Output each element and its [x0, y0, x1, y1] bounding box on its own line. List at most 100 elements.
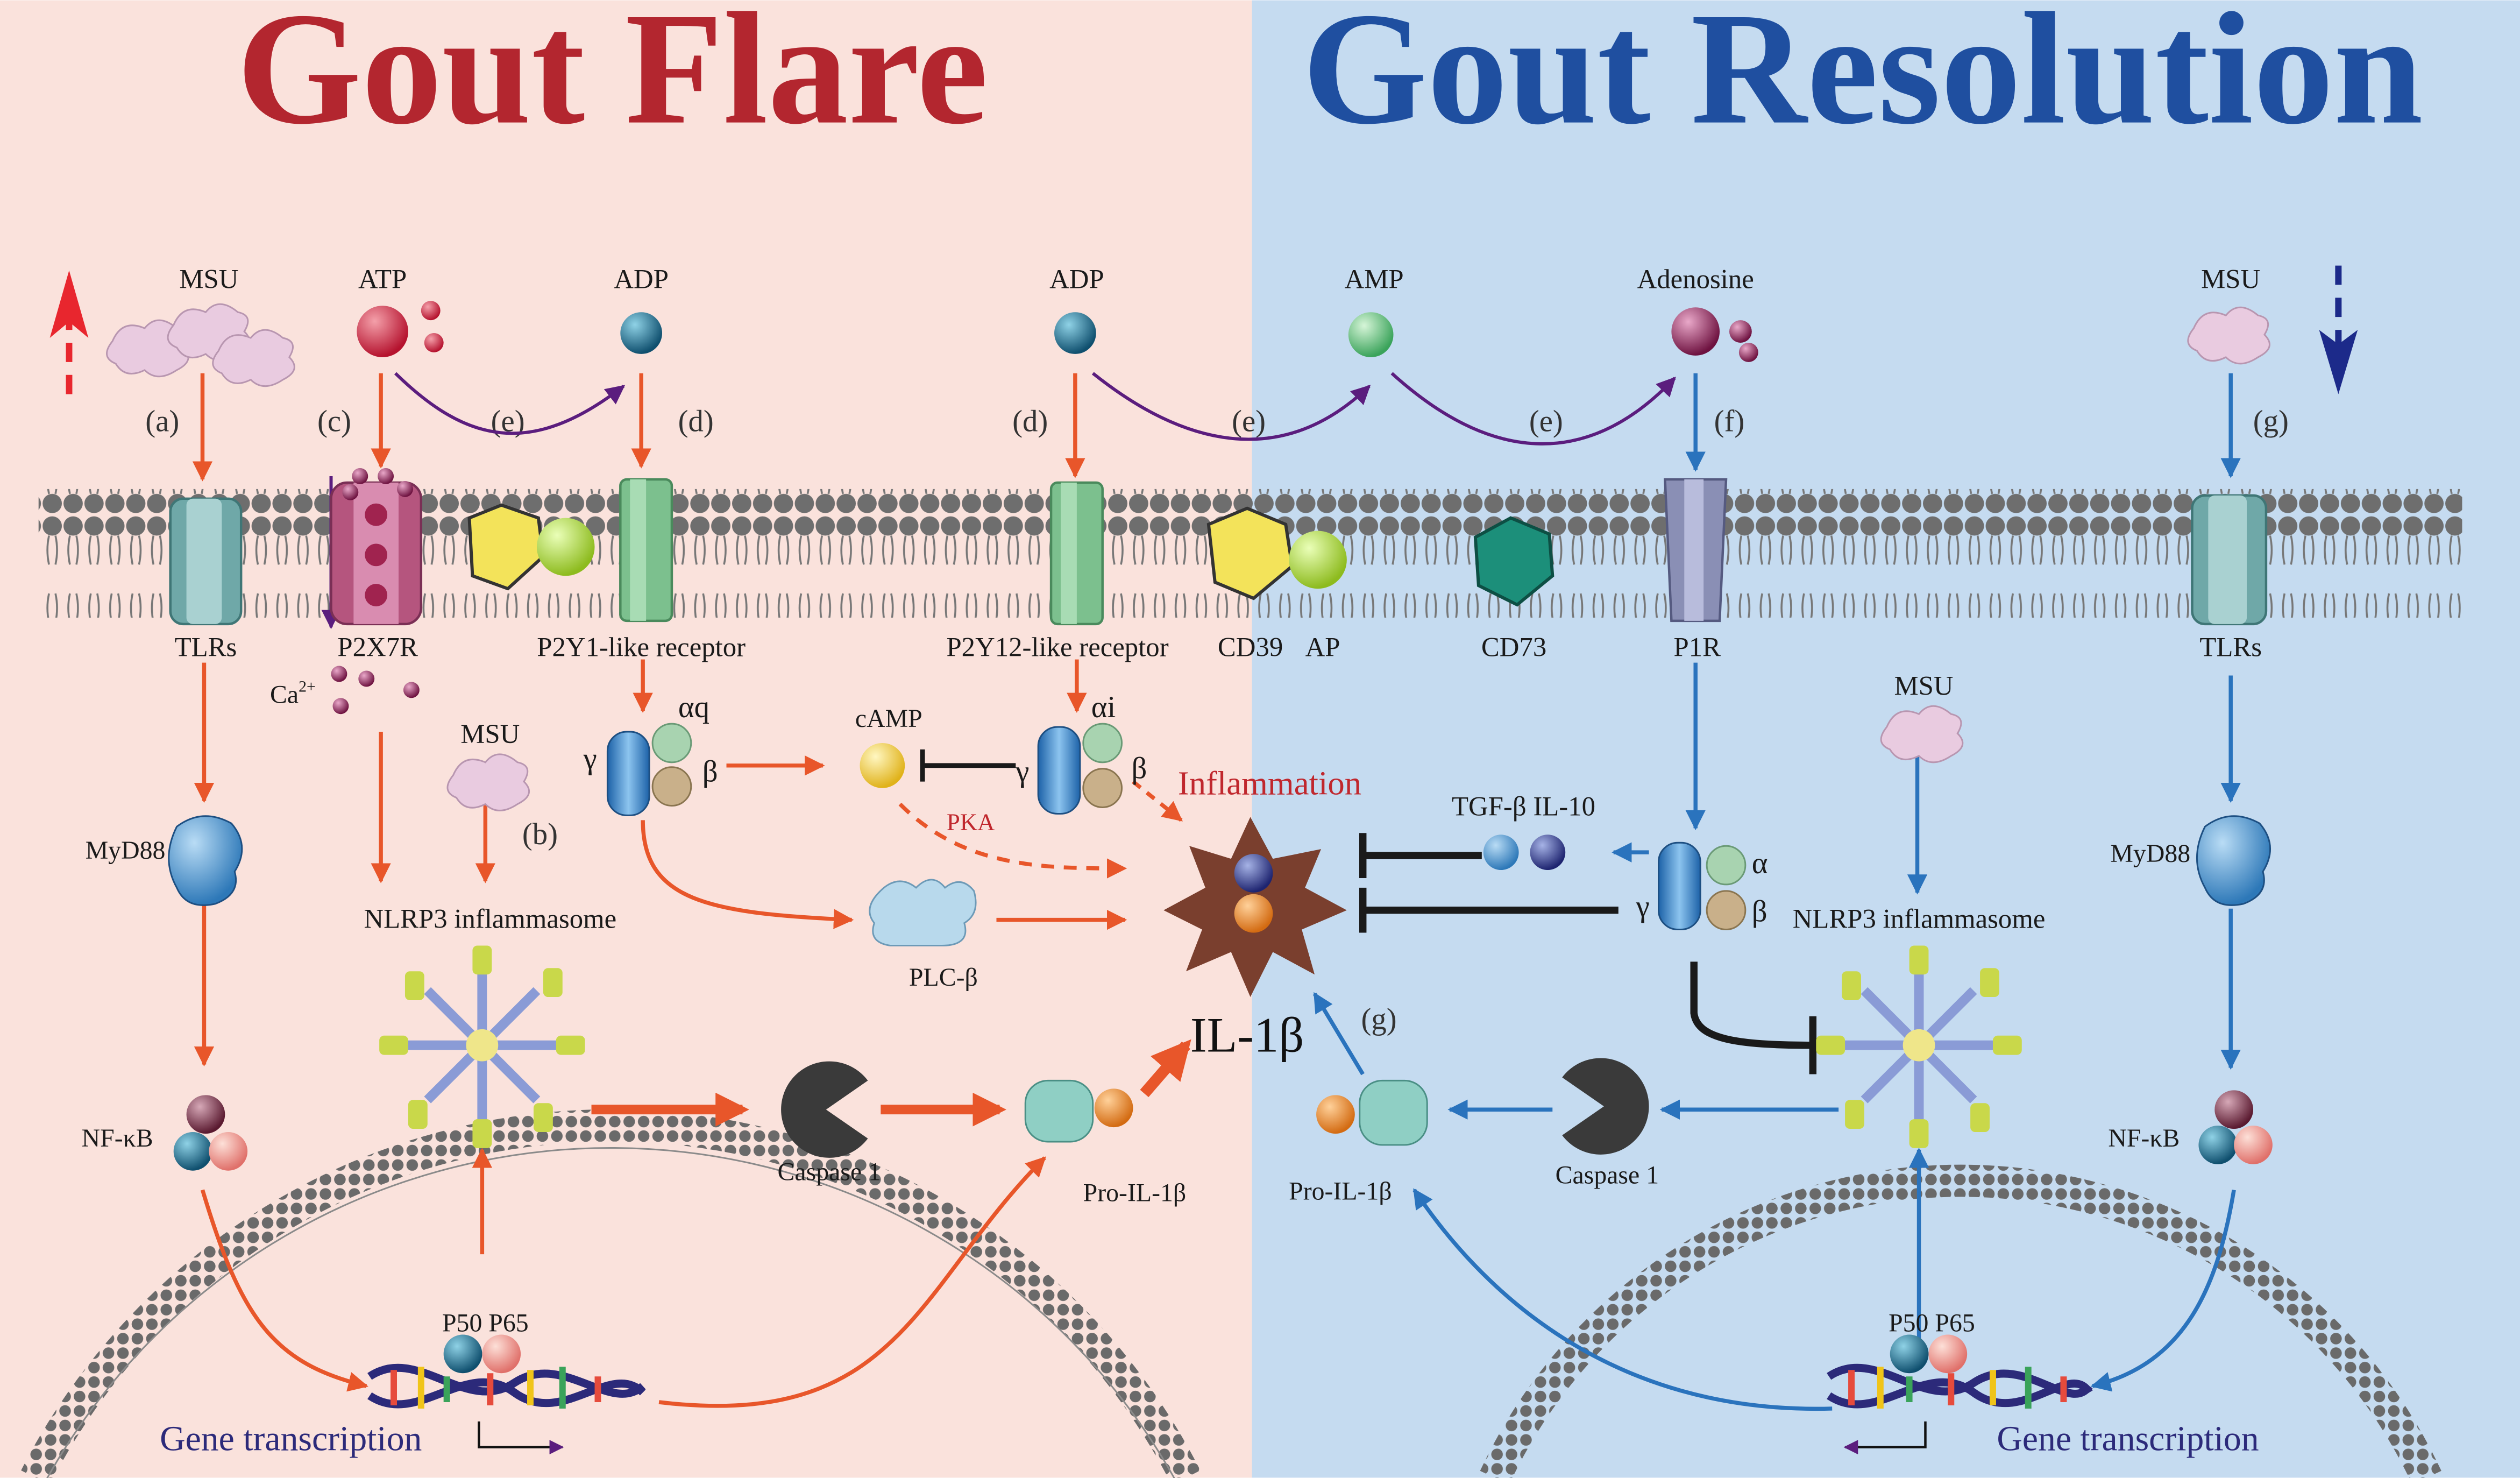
p2y1-receptor [619, 478, 673, 623]
p1r-receptor [1664, 478, 1728, 623]
dna-helix-icon-right [1827, 1334, 2093, 1455]
nucleus-right [1480, 1164, 2441, 1478]
nfkb-label-right: NF-κB [2108, 1124, 2180, 1152]
label-g-2: (g) [1361, 1002, 1397, 1036]
inflammation-label: Inflammation [1178, 765, 1361, 802]
tlrs-label-right: TLRs [2199, 632, 2262, 662]
atp-molecule [357, 301, 444, 357]
nlrp3-inflammasome-icon-right [1816, 945, 2022, 1148]
tlr-receptor-left [169, 497, 243, 626]
dashed-down-arrow-icon [2319, 265, 2358, 394]
plc-beta-label: PLC-β [909, 963, 978, 992]
adenosine-molecule [1671, 307, 1758, 362]
adp-molecule-right [1054, 312, 1096, 354]
pka-dashed-arrow [898, 802, 1127, 879]
nfkb-complex-left [173, 1095, 248, 1171]
myd88-protein-left [168, 815, 243, 906]
p2y1-label: P2Y1-like receptor [537, 632, 746, 662]
nucleus-left [21, 1109, 1201, 1478]
label-a: (a) [145, 404, 179, 438]
nlrp3-label-left: NLRP3 inflammasome [364, 904, 616, 934]
label-g-1: (g) [2253, 404, 2289, 438]
camp-molecule [860, 742, 905, 788]
il1b-molecule-top [1234, 854, 1273, 893]
calcium-ions: Ca2+ [270, 666, 420, 715]
resolution-arrows [1312, 373, 2241, 1411]
tgfb-il10-label: TGF-β IL-10 [1452, 791, 1595, 821]
inhibition-bars [1359, 833, 1817, 1074]
flare-arrows [192, 373, 1127, 1408]
label-f: (f) [1714, 404, 1745, 438]
atp-label: ATP [358, 264, 407, 294]
caspase-pacman-icon-left [781, 1061, 868, 1158]
pka-label: PKA [947, 808, 995, 835]
cd39-ap-left [467, 503, 595, 591]
svg-text:β: β [1752, 895, 1767, 929]
il10-molecule [1530, 835, 1566, 871]
label-d-1: (d) [678, 404, 714, 438]
label-d-2: (d) [1012, 404, 1048, 438]
cd73-label: CD73 [1481, 632, 1546, 662]
label-b: (b) [522, 817, 558, 851]
flare-bold-arrows [591, 1039, 1191, 1127]
p1r-label: P1R [1673, 632, 1721, 662]
pro-il1b-right [1316, 1079, 1428, 1146]
tlr-receptor-right [2191, 494, 2268, 626]
myd88-protein-right [2196, 815, 2271, 906]
label-c: (c) [317, 404, 351, 438]
p2y12-label: P2Y12-like receptor [946, 632, 1168, 662]
adp-label-left: ADP [614, 264, 669, 294]
msu-label-cyto-left: MSU [460, 719, 520, 749]
amp-molecule [1348, 312, 1394, 357]
myd88-label-right: MyD88 [2110, 839, 2190, 868]
flare-title: Gout Flare [237, 0, 988, 158]
plc-beta-protein [869, 879, 977, 946]
label-e-3: (e) [1529, 404, 1563, 438]
pro-il1b-label-right: Pro-IL-1β [1289, 1177, 1392, 1206]
nfkb-label-left: NF-κB [82, 1124, 153, 1152]
svg-text:β: β [1131, 752, 1147, 786]
cd39-ap-right [1206, 506, 1347, 600]
p2x7r-receptor [330, 468, 423, 626]
svg-text:αi: αi [1091, 690, 1116, 724]
svg-text:Ca2+: Ca2+ [270, 677, 316, 709]
caspase-label-right: Caspase 1 [1556, 1161, 1659, 1190]
ap-label: AP [1305, 632, 1340, 662]
dna-helix-icon-left [367, 1334, 646, 1455]
amp-label: AMP [1345, 264, 1404, 294]
svg-text:α: α [1752, 846, 1768, 880]
gi-protein: αi γ β [1015, 690, 1147, 815]
gs-protein: α γ β [1636, 841, 1768, 931]
adp-label-right: ADP [1049, 264, 1104, 294]
svg-text:γ: γ [1015, 755, 1029, 789]
adp-molecule-left [620, 312, 663, 354]
gene-transcription-right: Gene transcription [1997, 1419, 2259, 1459]
p2x7r-label: P2X7R [337, 632, 418, 662]
cd39-label: CD39 [1218, 632, 1283, 662]
resolution-title: Gout Resolution [1302, 0, 2423, 158]
svg-text:γ: γ [1636, 890, 1650, 924]
camp-label: cAMP [855, 704, 922, 733]
cd73-enzyme [1473, 516, 1554, 607]
msu-label-cyto-right: MSU [1894, 670, 1953, 701]
caspase-pacman-icon-right [1562, 1058, 1649, 1155]
label-e-2: (e) [1232, 404, 1266, 438]
nlrp3-label-right: NLRP3 inflammasome [1793, 904, 2046, 934]
nfkb-complex-right [2198, 1090, 2273, 1164]
myd88-label-left: MyD88 [86, 836, 166, 865]
camp-inhibition [920, 749, 1016, 782]
caspase-label-left: Caspase 1 [778, 1158, 881, 1186]
pro-il1b-label-left: Pro-IL-1β [1083, 1179, 1187, 1207]
tgfb-molecule [1483, 835, 1519, 871]
il1b-molecule-bottom [1234, 894, 1273, 933]
gene-transcription-left: Gene transcription [160, 1419, 422, 1459]
svg-text:γ: γ [583, 742, 597, 776]
tlrs-label-left: TLRs [175, 632, 237, 662]
adenosine-label: Adenosine [1637, 264, 1754, 294]
msu-label-left: MSU [179, 264, 238, 294]
svg-text:β: β [702, 755, 718, 789]
nlrp3-inflammasome-icon-left [379, 945, 585, 1148]
dashed-up-arrow-icon [49, 270, 89, 394]
